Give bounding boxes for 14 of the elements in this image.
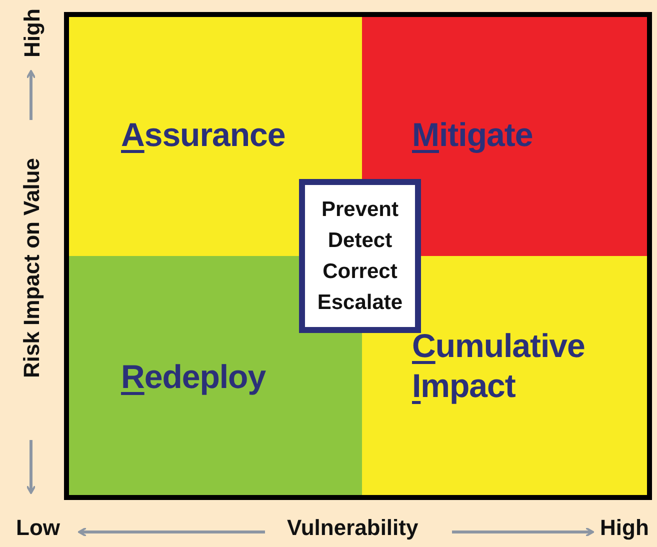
control-label: Prevent	[321, 197, 399, 223]
quadrant-label: Redeploy	[121, 357, 267, 397]
axis-label: Vulnerability	[287, 515, 418, 541]
axis-label: Low	[16, 515, 60, 541]
quadrant-label: Mitigate	[412, 115, 534, 155]
control-label: Detect	[328, 228, 392, 254]
control-label: Escalate	[317, 290, 403, 316]
control-label: Correct	[322, 259, 398, 285]
center-box	[299, 179, 421, 333]
axis-label: Risk Impact on Value	[19, 158, 45, 378]
axis-label: High	[19, 8, 45, 58]
quadrant-label: Cumulative Impact	[412, 326, 586, 406]
quadrant-label: Assurance	[121, 115, 286, 155]
axis-label: High	[600, 515, 649, 541]
